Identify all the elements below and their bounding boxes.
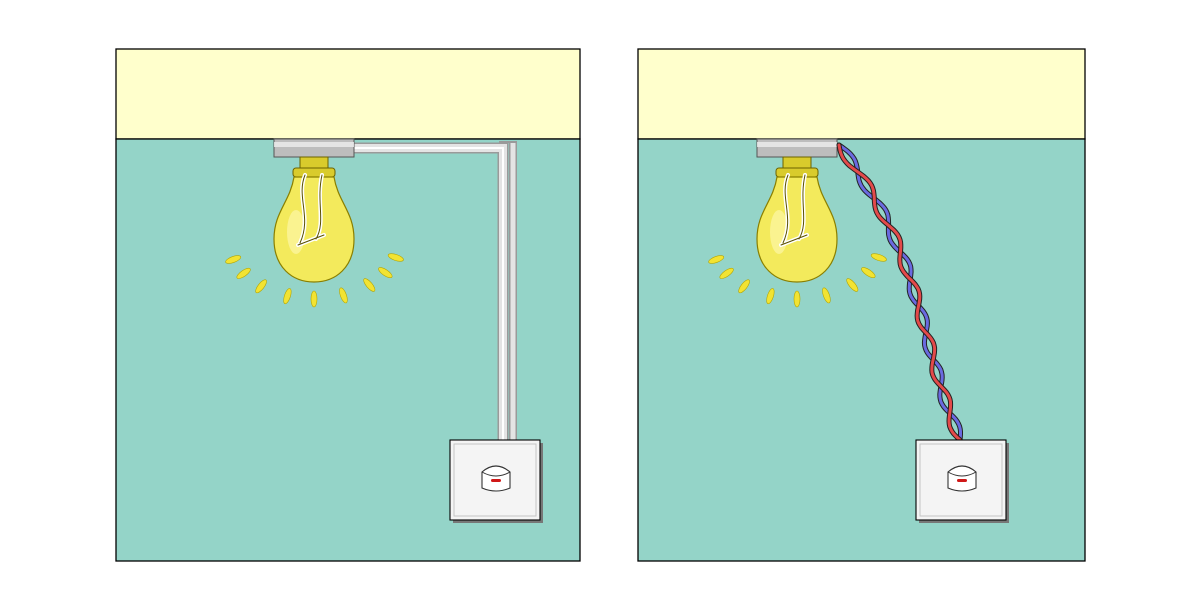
glow-ray (708, 255, 725, 264)
switch-bevel (453, 443, 537, 517)
wall-switch (915, 439, 1009, 523)
glow-ray (310, 290, 318, 308)
switch-toggle (947, 465, 977, 492)
glow-ray (766, 288, 775, 305)
panel-conduit-wiring (115, 48, 581, 562)
switch-toggle (481, 465, 511, 492)
bulb-socket (782, 156, 812, 170)
switch-bevel (919, 443, 1003, 517)
ceiling (637, 48, 1086, 140)
glow-ray (793, 290, 801, 308)
fixture-highlight (274, 142, 354, 147)
glow-ray (283, 288, 292, 305)
conduit-highlight (354, 147, 504, 440)
bulb-collar (775, 167, 819, 178)
bulb-glass (756, 176, 838, 283)
glow-ray (822, 287, 831, 304)
fixture-plate (756, 138, 838, 158)
glow-ray (387, 253, 404, 262)
glow-ray (339, 287, 348, 304)
light-bulb (273, 156, 355, 283)
bulb-glass (273, 176, 355, 283)
twisted-pair-wiring (836, 142, 963, 443)
glow-ray (363, 278, 376, 292)
fixture-highlight (757, 142, 837, 147)
bulb-filament (297, 174, 325, 246)
wire-red (837, 143, 962, 442)
switch-indicator (491, 479, 501, 482)
glow-ray (861, 267, 876, 279)
glow-ray (225, 255, 242, 264)
wire-blue (837, 143, 962, 442)
glow-ray (378, 267, 393, 279)
light-bulb (756, 156, 838, 283)
glow-ray (719, 267, 734, 279)
switch-toggle-edge (481, 471, 511, 477)
ceiling-fixture (273, 138, 355, 158)
conduit-wiring (354, 141, 517, 440)
fixture-plate (273, 138, 355, 158)
panel-twisted-wiring (637, 48, 1086, 562)
glow-ray (870, 253, 887, 262)
glow-rays (708, 253, 887, 308)
glow-ray (846, 278, 859, 292)
ceiling-fixture (756, 138, 838, 158)
switch-indicator (957, 479, 967, 482)
glow-ray (236, 267, 251, 279)
glow-ray (255, 279, 267, 294)
glow-rays (225, 253, 404, 308)
glow-ray (738, 279, 750, 294)
bulb-socket (299, 156, 329, 170)
bulb-filament (780, 174, 808, 246)
bulb-collar (292, 167, 336, 178)
ceiling (115, 48, 581, 140)
switch-toggle-edge (947, 471, 977, 477)
wall-switch (449, 439, 543, 523)
wall (637, 138, 1086, 562)
